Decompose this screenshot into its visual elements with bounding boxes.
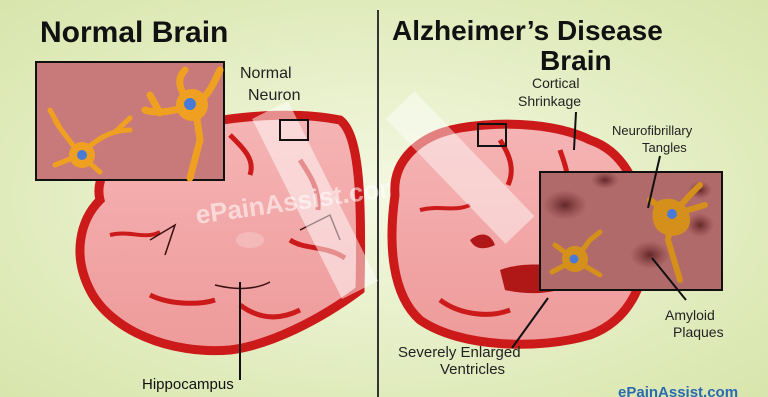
footer-brand: ePainAssist.com: [618, 384, 738, 397]
right-panel-title-line1: Alzheimer’s Disease: [392, 15, 663, 46]
amyloid-plaque: [591, 171, 619, 189]
neuron-nucleus: [570, 255, 579, 264]
normal-ventricle: [236, 232, 264, 248]
amyloid-plaque: [543, 190, 587, 220]
neurofibrillary-label-line2: Tangles: [642, 140, 687, 155]
cortical-shrinkage-label-line2: Shrinkage: [518, 93, 581, 109]
neuron-nucleus: [77, 150, 87, 160]
neuron-nucleus: [667, 209, 677, 219]
amyloid-plaque: [686, 213, 714, 237]
left-panel-title: Normal Brain: [40, 16, 228, 49]
amyloid-plaque: [630, 241, 670, 269]
ventricles-label-line1: Severely Enlarged: [398, 344, 521, 361]
right-panel-title-line2: Brain: [540, 45, 612, 76]
normal-neuron-label-line2: Neuron: [248, 87, 300, 104]
hippocampus-label: Hippocampus: [142, 376, 234, 393]
amyloid-label-line2: Plaques: [673, 324, 724, 340]
normal-neuron-inset: [36, 62, 224, 180]
normal-neuron-label-line1: Normal: [240, 65, 292, 82]
cortical-shrinkage-label-line1: Cortical: [532, 75, 579, 91]
ventricles-label-line2: Ventricles: [440, 361, 505, 378]
neurofibrillary-label-line1: Neurofibrillary: [612, 123, 693, 138]
amyloid-label-line1: Amyloid: [665, 307, 715, 323]
neuron-nucleus: [184, 98, 196, 110]
diseased-neuron-inset: [540, 171, 722, 290]
